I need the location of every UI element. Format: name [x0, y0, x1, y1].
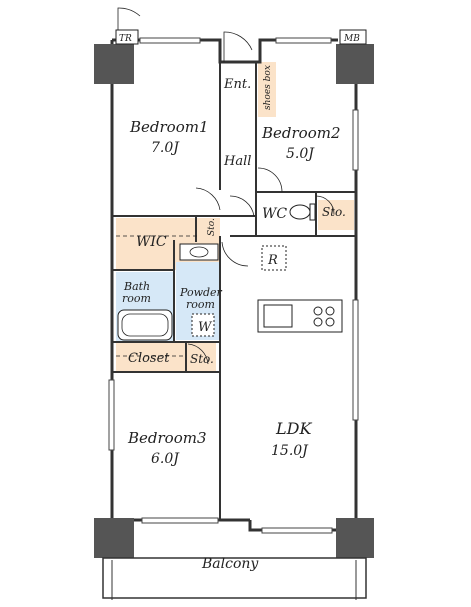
bathroom-label-line2: room: [122, 292, 151, 305]
closet-label: Closet: [128, 351, 170, 366]
mb-label: MB: [343, 34, 360, 44]
column-top-right: [336, 44, 374, 84]
doors: [117, 7, 335, 365]
closet-floor: [116, 342, 186, 372]
shoesbox-label: shoes box: [263, 65, 273, 110]
storage-floor-2: [318, 200, 354, 230]
hall-label: Hall: [223, 154, 251, 169]
bedroom1-name: Bedroom1: [129, 118, 209, 136]
refrigerator-box: [261, 245, 287, 271]
washer-box: [191, 313, 215, 337]
shoesbox-floor: [258, 62, 276, 117]
toilet-icon: [289, 203, 316, 221]
sink-icon: [263, 304, 293, 328]
storage-floor-1: [186, 342, 216, 372]
balcony-label: Balcony: [201, 556, 259, 572]
windows: [108, 37, 359, 534]
interior-walls: [112, 62, 356, 520]
column-top-left: [94, 44, 134, 84]
ldk-name: LDK: [275, 419, 312, 438]
powder-room-label-line1: Powder: [179, 286, 223, 299]
bedroom2-name: Bedroom2: [261, 124, 341, 142]
bedroom3-name: Bedroom3: [127, 429, 207, 447]
bedroom2-size: 5.0J: [286, 146, 315, 162]
tr-box: [115, 29, 139, 45]
wic-label: WIC: [136, 234, 167, 250]
bedroom1-size: 7.0J: [151, 140, 180, 156]
entrance-label: Ent.: [223, 77, 251, 92]
ldk-size: 15.0J: [271, 443, 309, 459]
refrigerator-label: R: [267, 253, 278, 268]
powder-room-label-line2: room: [186, 298, 215, 311]
bedroom3-size: 6.0J: [151, 451, 180, 467]
column-bottom-left: [94, 518, 134, 558]
column-bottom-right: [336, 518, 374, 558]
wc-label: WC: [262, 206, 287, 222]
stove-icon: [313, 306, 335, 327]
storage-label-3: Sto.: [207, 218, 217, 236]
bathtub-icon: [117, 309, 173, 341]
balcony-outline: [102, 557, 367, 599]
storage-label-1: Sto.: [190, 352, 214, 366]
washer-label: W: [198, 320, 213, 335]
bathroom-label-line1: Bath: [123, 280, 150, 293]
washbasin-icon: [179, 243, 219, 261]
mb-box: [339, 29, 367, 45]
storage-label-2: Sto.: [322, 205, 346, 219]
tr-label: TR: [119, 34, 132, 44]
